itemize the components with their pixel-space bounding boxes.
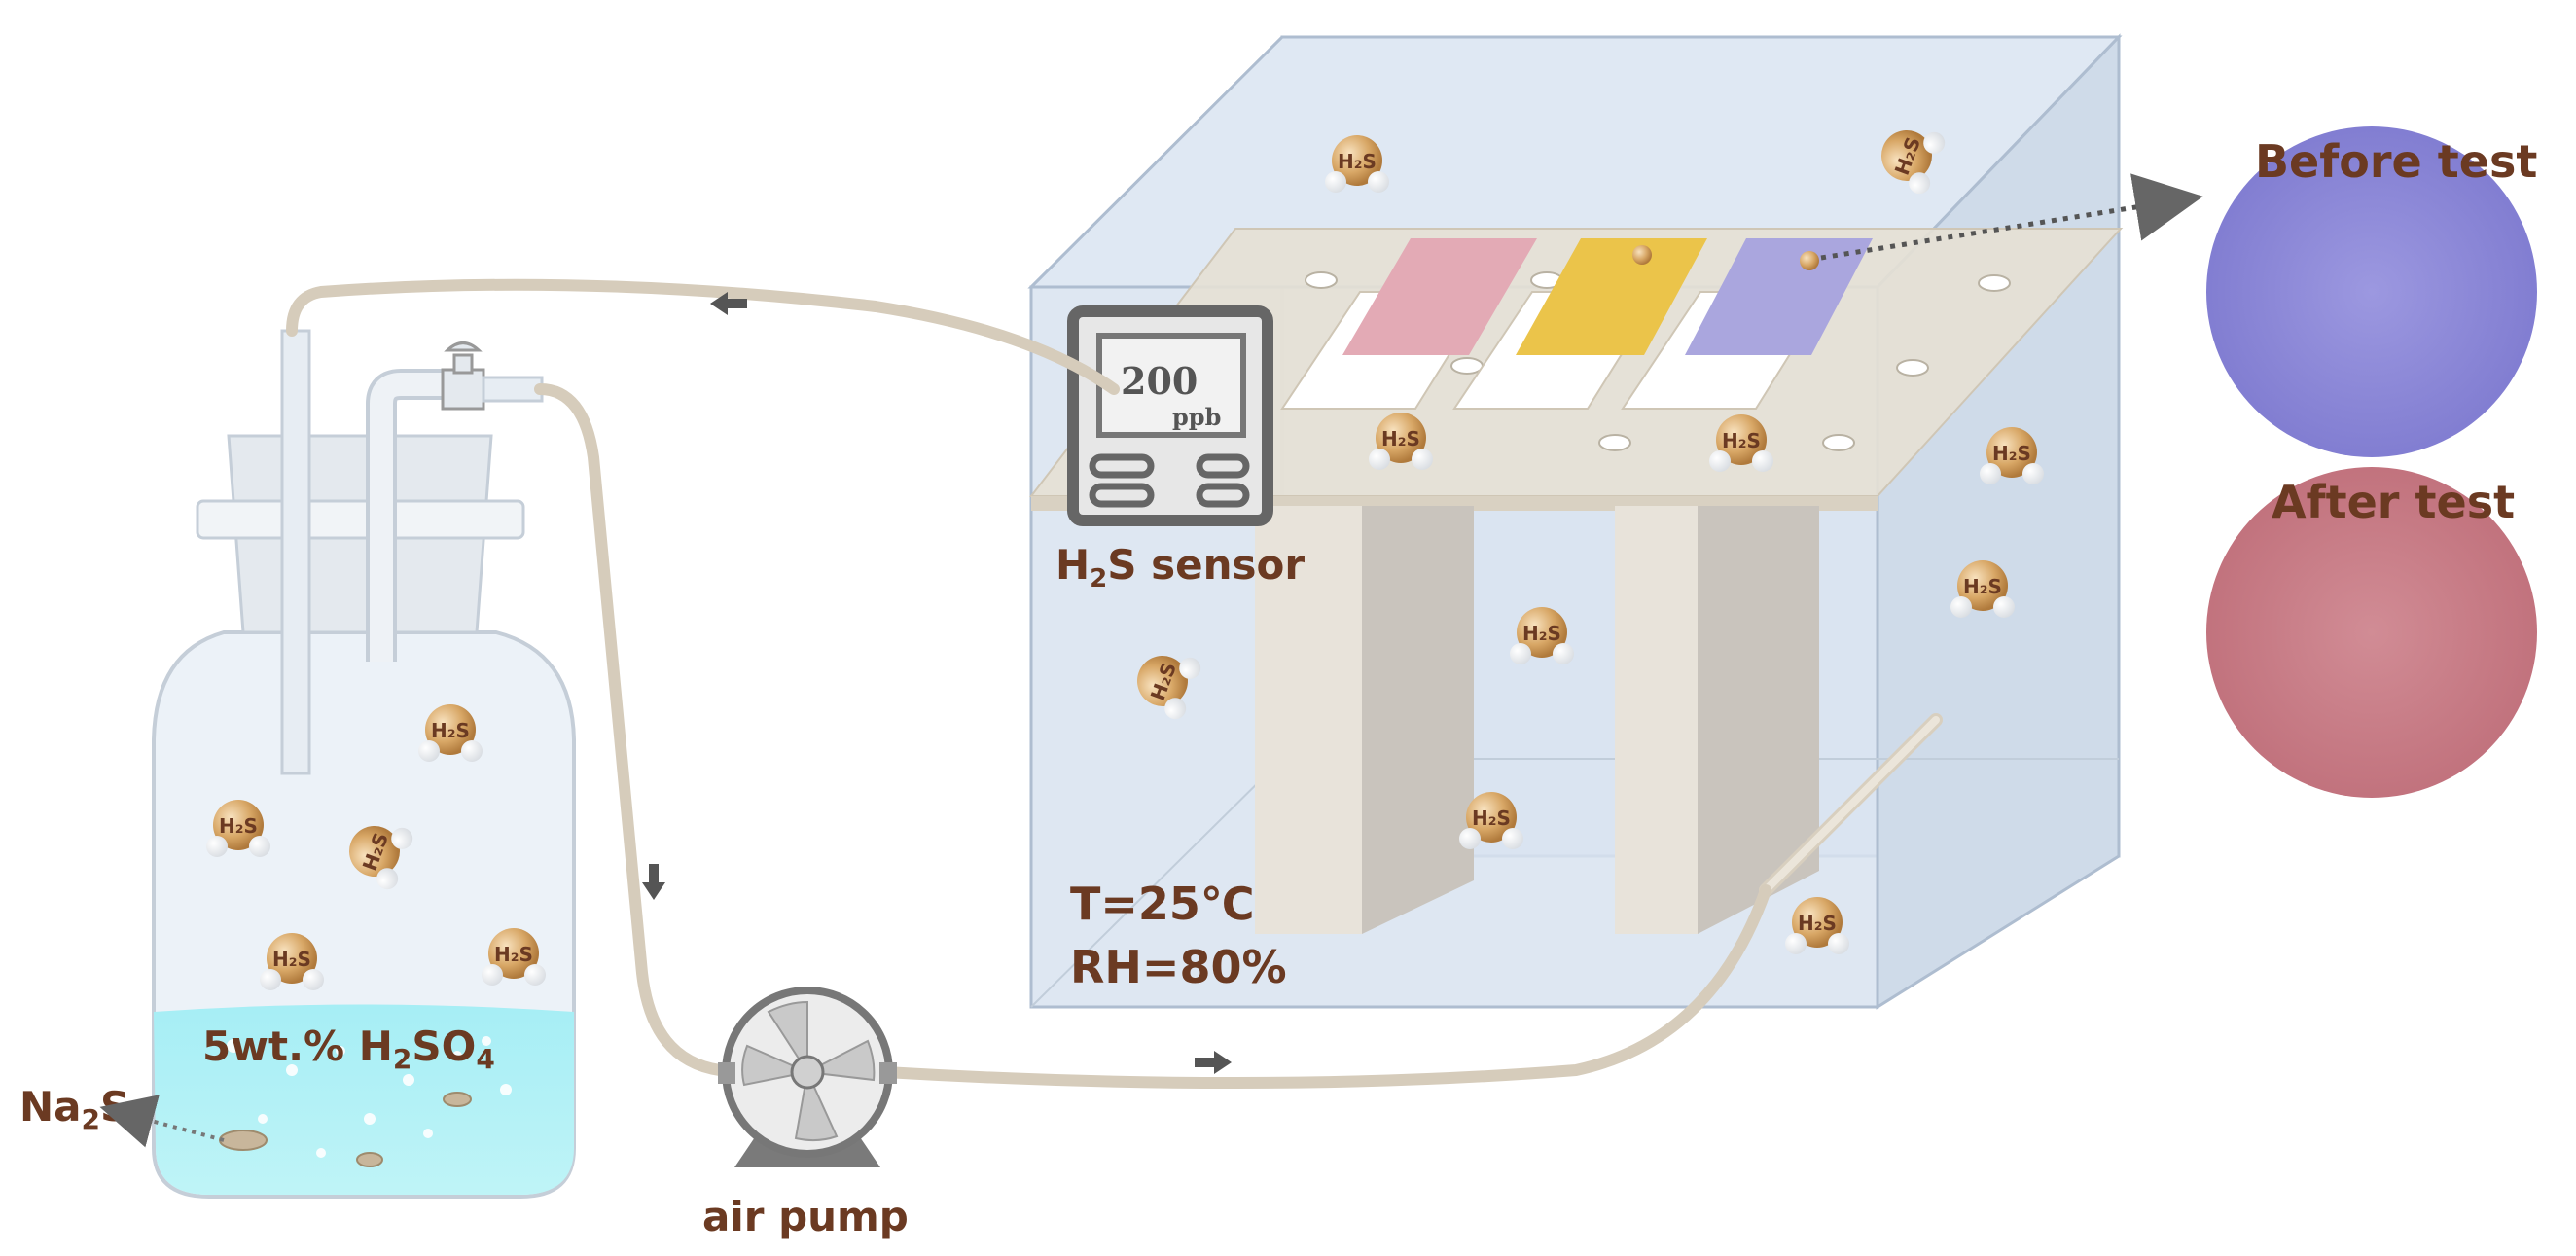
sensor-caption: H2S sensor (1055, 541, 1305, 593)
h2s-molecule: H₂S (418, 704, 483, 762)
sensor-value: 200 (1121, 359, 1198, 403)
h2s-molecules: H₂S H₂S H₂S H₂S H₂S H₂S H₂S H₂S H₂S H₂S … (206, 117, 2044, 990)
h2s-molecule: H₂S (1510, 607, 1574, 664)
acid-label: 5wt.% H2SO4 (202, 1023, 495, 1075)
after-test-label: After test (2272, 476, 2515, 528)
h2s-sensor: 200 ppb H2S sensor (1055, 305, 1305, 593)
svg-text:H₂S: H₂S (1472, 807, 1511, 830)
outlet-tube (534, 383, 726, 1076)
na2s-label: Na2S (19, 1083, 129, 1135)
sensor-unit: ppb (1172, 403, 1221, 431)
after-test-swatch: After test (2206, 467, 2537, 798)
zoom-pointer (1820, 173, 2203, 261)
chamber-feed-tube (879, 884, 1771, 1090)
air-pump-label: air pump (702, 1193, 909, 1240)
flow-arrow-left (710, 292, 747, 315)
svg-text:H₂S: H₂S (1798, 912, 1837, 935)
svg-text:H₂S: H₂S (1992, 442, 2031, 465)
h2s-molecule: H₂S (1369, 413, 1433, 470)
h2s-molecule: H₂S (1459, 792, 1523, 849)
flow-arrow-right (1195, 1051, 1232, 1074)
svg-text:H₂S: H₂S (1338, 150, 1377, 173)
tubing (286, 278, 1771, 1090)
svg-text:H₂S: H₂S (1722, 429, 1761, 452)
temperature-label: T=25℃ (1070, 878, 1255, 930)
shelf-leg-right (1615, 506, 1698, 934)
svg-text:H₂S: H₂S (1963, 575, 2002, 598)
air-pump: air pump (702, 987, 909, 1240)
svg-text:H₂S: H₂S (1522, 622, 1561, 645)
strip-yellow (1452, 238, 1707, 410)
before-test-label: Before test (2255, 135, 2537, 188)
h2s-molecule: H₂S (1980, 427, 2044, 484)
h2s-molecule: H₂S (482, 928, 546, 986)
sensor-screen (1096, 333, 1246, 438)
h2s-molecule: H₂S (1785, 897, 1849, 954)
svg-text:H₂S: H₂S (1381, 427, 1420, 450)
bottle-neck-ring (196, 499, 525, 540)
svg-text:H₂S: H₂S (272, 948, 311, 971)
svg-text:H₂S: H₂S (219, 814, 258, 838)
return-tube (286, 278, 1120, 395)
h2s-molecule: H₂S (1709, 414, 1773, 472)
h2s-molecule: H₂S (1950, 560, 2015, 618)
h2s-molecule: H₂S (1127, 642, 1204, 723)
flow-arrows (642, 292, 1232, 1074)
svg-text:H₂S: H₂S (431, 719, 470, 742)
humidity-label: RH=80% (1070, 941, 1287, 993)
h2s-molecule: H₂S (206, 800, 270, 857)
flow-arrow-down (642, 864, 665, 900)
strip-purple (1621, 238, 1873, 410)
h2s-molecule: H₂S (1325, 135, 1389, 193)
h2s-molecule: H₂S (1872, 117, 1949, 197)
before-test-swatch: Before test (2206, 126, 2537, 457)
h2s-molecule: H₂S (260, 933, 324, 990)
shelf-leg-left (1255, 506, 1362, 934)
h2s-molecule: H₂S (340, 812, 416, 893)
strip-red (1280, 238, 1537, 410)
svg-text:H₂S: H₂S (494, 943, 533, 966)
gas-bottle: 5wt.% H2SO4 (152, 329, 576, 1199)
